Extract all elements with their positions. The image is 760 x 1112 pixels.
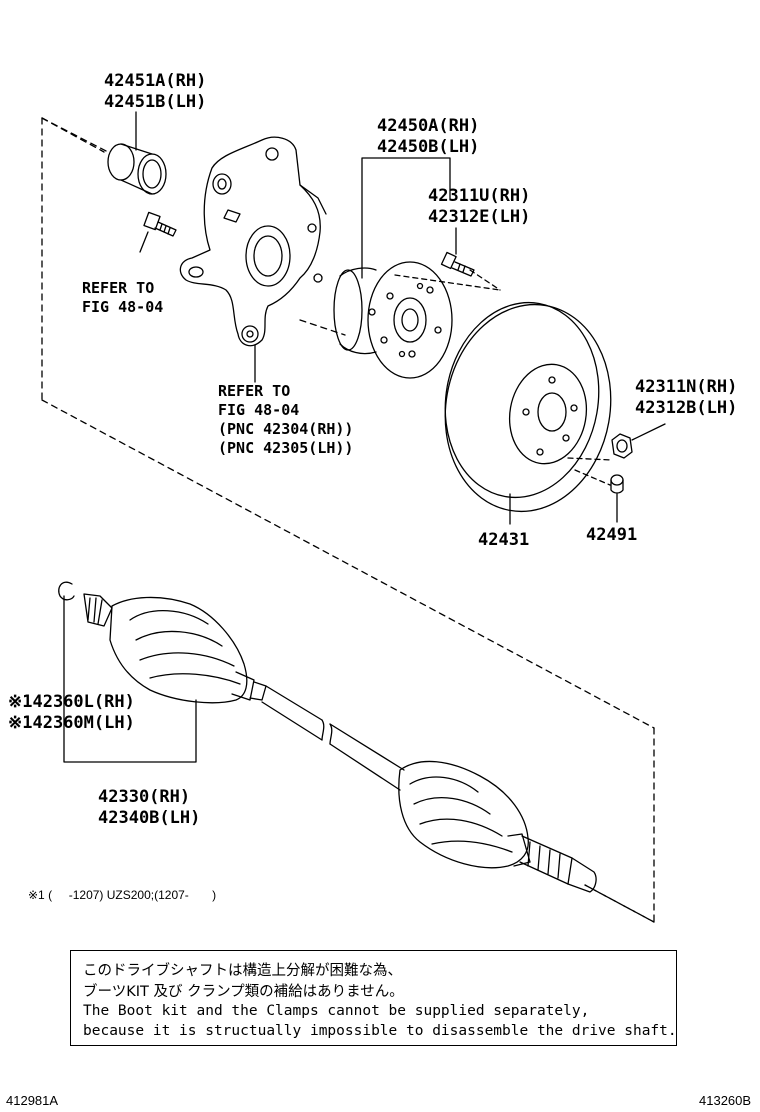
label-hub-lh: 42450B(LH) (377, 137, 480, 157)
supply-note-box: このドライブシャフトは構造上分解が困難な為、 ブーツKIT 及び クランプ類の補… (70, 950, 677, 1046)
wheel-nut (611, 433, 633, 459)
illustration-code-left: 412981A (6, 1093, 59, 1108)
hub-plug (610, 474, 624, 494)
bearing-part (107, 143, 167, 195)
dashed-nut-line (567, 457, 613, 461)
hub-bolt (440, 251, 475, 277)
label-hub-rh: 42450A(RH) (377, 116, 480, 136)
label-bolt-fig: FIG 48-04 (82, 298, 164, 316)
label-disc: 42431 (478, 530, 530, 550)
note-en-line-1: The Boot kit and the Clamps cannot be su… (83, 1003, 590, 1019)
label-nut-lh: 42312B(LH) (635, 398, 738, 418)
dashed-axis-hub (299, 319, 346, 336)
dashed-bottom (41, 399, 655, 729)
label-boot-kit-rh: ※142360L(RH) (8, 692, 135, 712)
note-jp-line-1: このドライブシャフトは構造上分解が困難な為、 (83, 963, 402, 979)
note-jp-line-2: ブーツKIT 及び クランプ類の補給はありません。 (83, 984, 404, 1000)
label-hub-bolt-lh: 42312E(LH) (428, 207, 531, 227)
dashed-plug-line (574, 469, 611, 486)
drive-shaft (83, 593, 597, 893)
hub-part (333, 261, 453, 379)
dashed-left-top (41, 117, 109, 153)
label-bearing-lh: 42451B(LH) (104, 92, 207, 112)
brake-disc (444, 301, 612, 513)
label-nut-rh: 42311N(RH) (635, 377, 738, 397)
label-bolt-refer: REFER TO (82, 279, 155, 297)
dashed-bolt-line (469, 269, 501, 291)
label-hub-bolt-rh: 42311U(RH) (428, 186, 531, 206)
label-shaft-lh: 42340B(LH) (98, 808, 201, 828)
label-boot-kit-lh: ※142360M(LH) (8, 713, 135, 733)
dashed-shaft-end (584, 884, 655, 923)
label-knuckle-refer: REFER TO (218, 382, 291, 400)
snap-ring (58, 581, 75, 601)
illustration-code-right: 413260B (699, 1093, 752, 1108)
knuckle-bolt (143, 211, 177, 237)
note-en-line-2: because it is structually impossible to … (83, 1023, 677, 1039)
label-knuckle-fig: FIG 48-04 (218, 401, 300, 419)
label-shaft-rh: 42330(RH) (98, 787, 191, 807)
label-knuckle-pnc-lh: (PNC 42305(LH)) (218, 439, 354, 457)
dashed-hub-top (394, 274, 501, 291)
label-bearing-rh: 42451A(RH) (104, 71, 207, 91)
knuckle-part (179, 136, 327, 347)
applicability-footnote: ※1 ( -1207) UZS200;(1207- ) (28, 888, 217, 902)
label-plug: 42491 (586, 525, 638, 545)
label-knuckle-pnc-rh: (PNC 42304(RH)) (218, 420, 354, 438)
